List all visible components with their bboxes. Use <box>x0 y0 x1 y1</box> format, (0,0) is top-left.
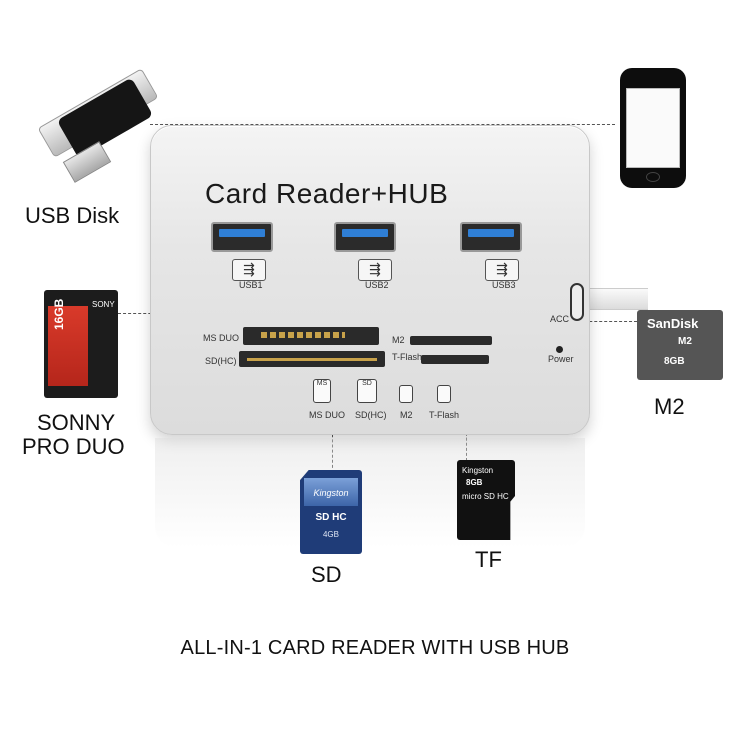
m2-card-icon <box>399 385 413 403</box>
tf-capacity: 8GB <box>466 478 483 487</box>
ms-duo-slot-label: MS DUO <box>203 333 239 343</box>
power-label: Power <box>548 354 574 364</box>
tflash-slot[interactable] <box>421 355 489 364</box>
sony-capacity: 16GB <box>52 298 66 330</box>
ms-duo-card-icon: MS <box>313 379 331 403</box>
tf-card <box>457 460 515 540</box>
connector-line-phone <box>150 124 615 125</box>
m2-slot-label: M2 <box>392 335 405 345</box>
power-led-icon <box>556 346 563 353</box>
usb3-label: USB3 <box>492 280 516 290</box>
sd-card-label-area <box>304 478 358 506</box>
tf-brand: Kingston <box>462 466 494 475</box>
sd-type: SD HC <box>315 512 347 523</box>
m2-model: M2 <box>678 336 692 347</box>
usb2-label: USB2 <box>365 280 389 290</box>
m2-brand: SanDisk <box>647 316 699 331</box>
tf-type: micro SD HC <box>462 492 509 501</box>
sony-brand: SONY <box>92 300 115 309</box>
usb-disk-label: USB Disk <box>25 203 120 228</box>
sd-brand: Kingston <box>313 488 349 498</box>
sony-card-label-area <box>48 306 88 386</box>
m2-card <box>637 310 723 380</box>
sony-label-line2: PRO DUO <box>22 434 125 459</box>
phone-home-button-icon <box>646 172 660 182</box>
usb-port-1[interactable] <box>211 222 273 252</box>
ms-duo-slot[interactable] <box>243 327 379 345</box>
tflash-slot-label: T-Flash <box>392 352 423 362</box>
usb-port-2[interactable] <box>334 222 396 252</box>
sd-contacts <box>247 358 377 361</box>
sd-capacity: 4GB <box>322 530 339 539</box>
sd-slot[interactable] <box>239 351 385 367</box>
acc-port[interactable] <box>570 283 584 321</box>
mini-label-sd-hc: SD(HC) <box>355 410 387 420</box>
usb1-label: USB1 <box>239 280 263 290</box>
mini-label-ms-duo: MS DUO <box>309 410 345 420</box>
tflash-card-icon <box>437 385 451 403</box>
usb-cable <box>588 288 648 310</box>
acc-label: ACC <box>550 314 570 324</box>
usb-symbol-icon: ⇶ <box>485 259 519 281</box>
hub-reflection <box>155 438 585 548</box>
mini-label-t-flash: T-Flash <box>429 410 460 420</box>
mini-label-m2: M2 <box>400 410 413 420</box>
sd-card-icon: SD <box>357 379 377 403</box>
m2-label: M2 <box>654 394 685 419</box>
phone-screen <box>626 88 680 168</box>
sd-label: SD <box>311 562 342 587</box>
usb-symbol-icon: ⇶ <box>358 259 392 281</box>
ms-duo-contacts <box>261 332 345 338</box>
product-caption: ALL-IN-1 CARD READER WITH USB HUB <box>180 637 570 659</box>
usb-port-3[interactable] <box>460 222 522 252</box>
sony-label-line1: SONNY <box>37 410 116 435</box>
tf-label: TF <box>475 547 502 572</box>
m2-capacity: 8GB <box>664 356 685 367</box>
usb-symbol-icon: ⇶ <box>232 259 266 281</box>
sd-slot-label: SD(HC) <box>205 356 237 366</box>
m2-slot[interactable] <box>410 336 492 345</box>
hub-title: Card Reader+HUB <box>205 178 449 209</box>
